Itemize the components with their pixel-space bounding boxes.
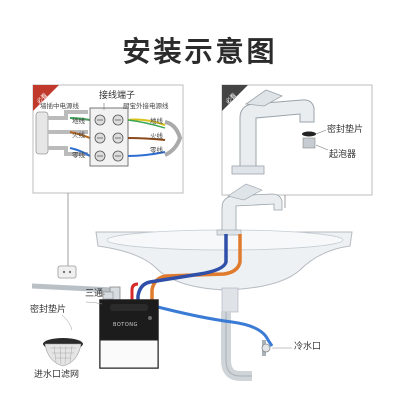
seal-gasket-label-top: 密封垫片 [327, 125, 364, 135]
must-read-tag-left: 必看 [33, 85, 59, 111]
water-heater [99, 299, 159, 369]
aerator-label: 起泡器 [329, 150, 357, 160]
page-title: 安装示意图 [122, 35, 278, 68]
wall-plug-icon [35, 111, 49, 155]
main-faucet [216, 183, 283, 236]
neutral-left-label: 零线 [72, 151, 85, 159]
aerator-icon [302, 137, 316, 149]
appliance-line-label: 厨宝外接电源线 [123, 102, 169, 110]
cold-water-pipe [136, 234, 228, 300]
ground-left-label: 地线 [72, 117, 85, 125]
cold-inlet-valve-icon [261, 343, 271, 353]
cold-inlet-label: 冷水口 [294, 342, 322, 352]
live-left-label: 火线 [72, 131, 85, 139]
inlet-hose [149, 303, 274, 347]
neutral-right-label: 零线 [150, 146, 163, 154]
inlet-filter-icon [43, 338, 83, 367]
seal-gasket-label: 密封垫片 [30, 305, 67, 315]
ground-right-label: 地线 [150, 117, 163, 125]
tee-label: 三通 [85, 289, 104, 299]
must-read-tag-right: 必看 [222, 85, 248, 111]
terminal-block-label: 接线端子 [99, 91, 136, 101]
terminal-block-icon [89, 107, 129, 167]
live-right-label: 火线 [150, 132, 163, 140]
outlet-pipe [130, 282, 139, 300]
inlet-filter-label: 进水口滤网 [34, 370, 80, 380]
faucet-icon [239, 99, 315, 169]
wall-socket-icon [57, 265, 77, 279]
supply-line-label: 墙插中电源线 [40, 102, 79, 110]
heater-brand-label: BOTONG [113, 322, 138, 328]
seal-gasket-icon [302, 131, 316, 137]
